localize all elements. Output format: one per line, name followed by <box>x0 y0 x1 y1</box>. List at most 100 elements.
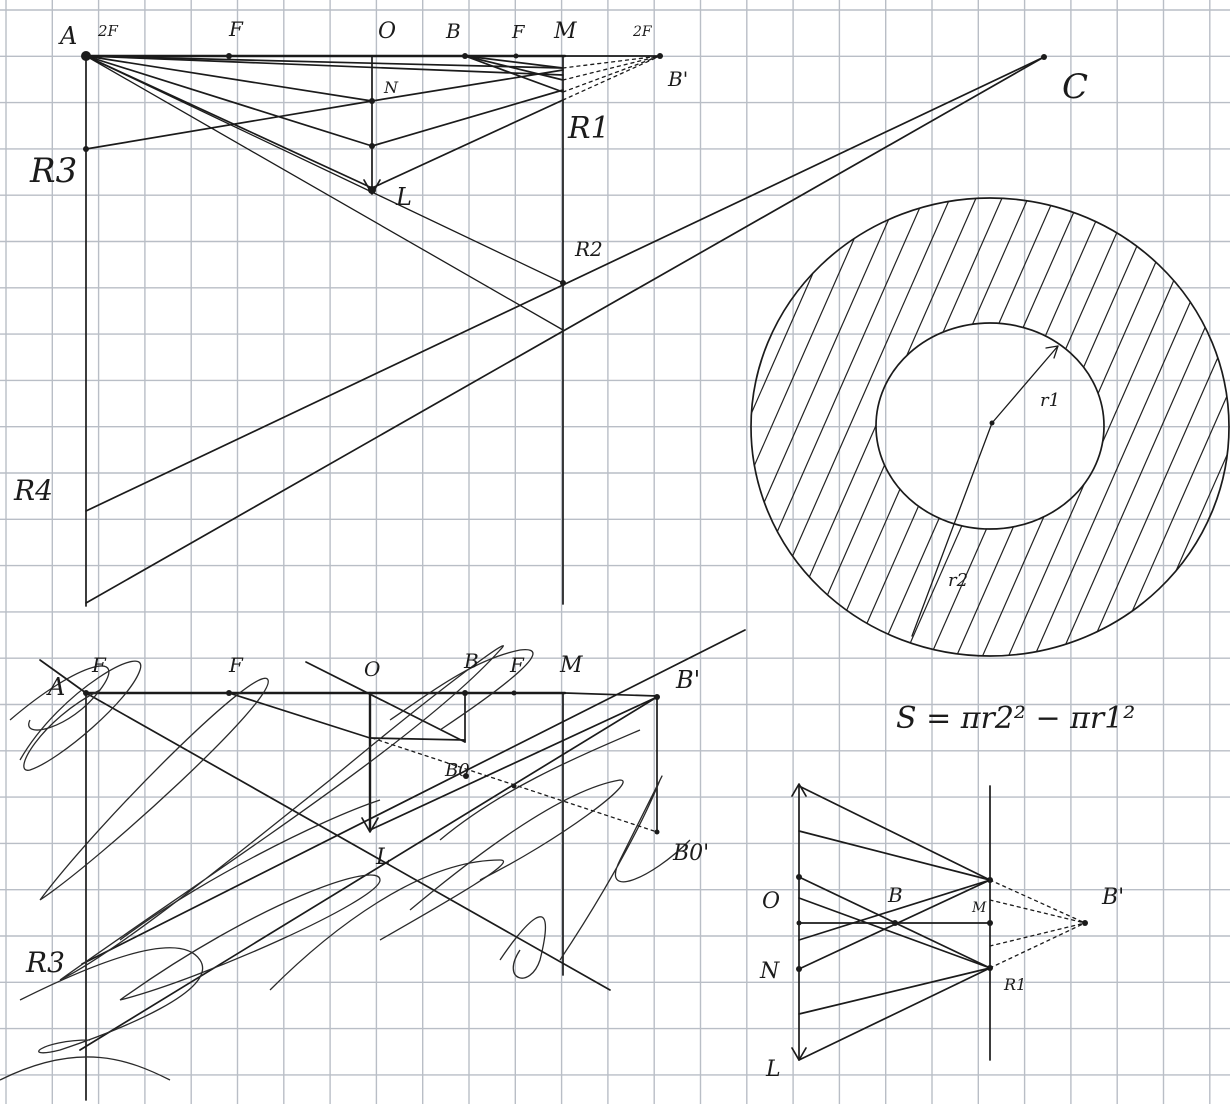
label-b-prime-top: B' <box>667 67 688 91</box>
label-f-right-bottom: F <box>509 653 525 677</box>
hatch-line <box>1049 198 1230 657</box>
ring-hatching <box>140 180 1230 680</box>
outer-circle <box>750 197 1230 657</box>
inner-circle <box>875 322 1105 530</box>
scribble-loop-4 <box>59 645 505 981</box>
mirror-dash-4 <box>989 922 1086 947</box>
ring-center <box>989 420 995 426</box>
label-b-top: B <box>445 19 461 43</box>
hatch-line <box>751 198 881 657</box>
hatch-line <box>426 180 646 680</box>
long-up-right-2 <box>79 696 658 1051</box>
scribble-loop-8 <box>559 775 691 961</box>
ray-b-3 <box>464 55 564 93</box>
ray-a-n <box>85 55 373 102</box>
line-bottom-c <box>85 56 1045 604</box>
mirror-point-n <box>796 966 802 972</box>
mirror-ray-2 <box>798 830 991 881</box>
hatch-line <box>763 198 985 657</box>
bottom-point-f-right <box>511 690 517 696</box>
dash-bp-3 <box>562 55 661 93</box>
hatch-line <box>166 180 386 680</box>
dash-bp-2 <box>562 55 661 81</box>
mirror-point-bprime <box>1082 920 1088 926</box>
hatch-line <box>751 198 907 657</box>
label-o-bottom: O <box>364 657 380 681</box>
point-f-right <box>513 53 519 59</box>
bottom-diagram: A F F O B F M B' B0 B0' L R3 <box>0 629 746 1101</box>
label-b0-bottom: B0 <box>444 760 470 781</box>
point-l <box>368 186 376 194</box>
label-n-mirror: N <box>759 959 780 984</box>
hatch-line <box>751 198 959 657</box>
label-2f-right-top: 2F <box>632 24 653 40</box>
hatch-line <box>751 198 855 657</box>
hatch-line <box>140 180 360 680</box>
label-b0prime-bottom: B0' <box>672 841 709 866</box>
scribble-loop-10 <box>19 947 204 1054</box>
label-c: C <box>1062 67 1088 107</box>
hatch-line <box>997 198 1219 657</box>
bottom-axis-ext <box>564 692 658 697</box>
bottom-point-b0prime <box>654 829 660 835</box>
long-diag-2 <box>39 659 87 694</box>
label-r2-ring: r2 <box>948 570 968 591</box>
hatch-line <box>751 198 829 657</box>
point-r2 <box>560 280 566 286</box>
o-to-b-diag <box>305 661 466 743</box>
mirror-ray-8 <box>798 897 991 969</box>
hatch-line <box>348 180 568 680</box>
scribble-loop-5 <box>119 874 381 1001</box>
hatch-line <box>789 198 1011 657</box>
mirror-top-arrowhead <box>791 783 807 797</box>
mirror-point-m <box>987 920 993 926</box>
label-m-mirror: M <box>971 900 987 916</box>
hatch-line <box>751 198 803 657</box>
scribble-loop-9 <box>499 916 547 979</box>
mirror-diagram: O B M B' N R1 L <box>759 783 1124 1082</box>
hatch-line <box>751 198 933 657</box>
label-bprime-mirror: B' <box>1101 885 1124 910</box>
label-o-top: O <box>378 19 396 44</box>
scribble-loop-11 <box>0 1056 171 1081</box>
label-a-bottom: A <box>46 673 65 701</box>
ray-b-2 <box>464 55 564 81</box>
mirror-point-top <box>987 877 993 883</box>
radius-r1-arrowhead <box>1045 345 1059 359</box>
label-r4-top: R4 <box>13 474 53 507</box>
hatch-line <box>296 180 516 680</box>
mirror-ray-5 <box>798 967 991 1015</box>
mirror-point-r1 <box>987 965 993 971</box>
label-r3-bottom: R3 <box>25 946 65 979</box>
scribble-loop-12 <box>389 649 534 731</box>
hatch-line <box>1075 198 1230 657</box>
mirror-dash-2 <box>989 922 1086 969</box>
label-f-right-top: F <box>511 22 526 43</box>
hatch-line <box>841 198 1063 657</box>
point-n <box>369 98 375 104</box>
ring-diagram: r1 r2 S = πr2² − πr1² <box>140 180 1230 736</box>
label-l-bottom: L <box>375 845 391 870</box>
point-k <box>369 143 375 149</box>
n-to-b-line <box>369 737 466 741</box>
ray-a-far <box>85 55 564 331</box>
point-r3 <box>83 146 89 152</box>
bottom-point-b <box>462 690 468 696</box>
ray-r3-n <box>85 100 373 150</box>
hatch-line <box>504 180 724 680</box>
scribble-loop-3 <box>39 677 269 901</box>
label-b-bottom: B <box>463 649 479 673</box>
long-diag-1 <box>85 692 611 991</box>
mirror-point-o <box>796 874 802 880</box>
hatch-line <box>1101 198 1230 657</box>
label-f-mid-bottom: F <box>228 653 244 677</box>
label-l-top: L <box>395 183 412 211</box>
point-b <box>462 53 468 59</box>
radius-r1 <box>991 345 1059 424</box>
hatch-line <box>1153 198 1230 657</box>
hatch-line <box>218 180 438 680</box>
label-a-top: A <box>58 22 77 50</box>
mirror-dash-3 <box>989 899 1086 924</box>
scribble-loop-1 <box>19 660 142 771</box>
